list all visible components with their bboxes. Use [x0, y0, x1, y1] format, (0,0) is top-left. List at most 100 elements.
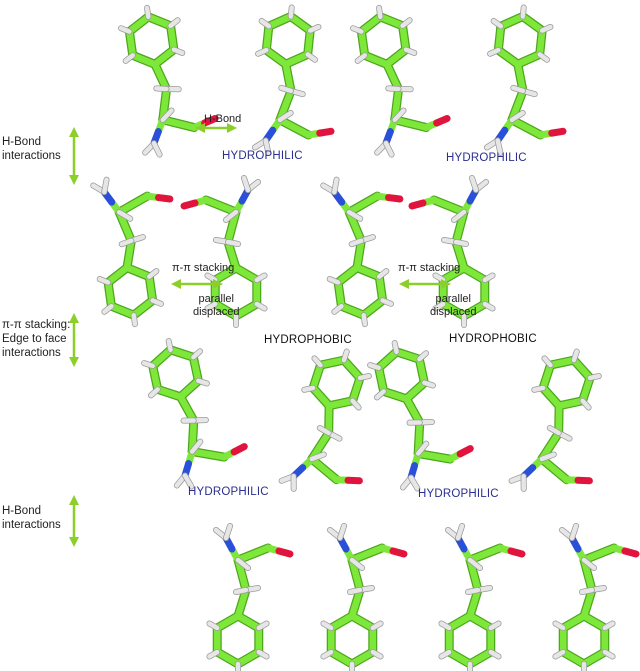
hydrogen-atom — [467, 557, 483, 571]
label-parallel-1: parallel — [198, 293, 234, 305]
carbon-bond — [383, 46, 410, 68]
hydrogen-atom — [569, 523, 579, 541]
carbon-bond — [445, 612, 474, 632]
oxygen-atom — [621, 547, 640, 558]
carbon-bond — [348, 586, 364, 620]
carbon-bond — [145, 13, 174, 30]
carbon-bond — [349, 374, 364, 405]
carbon-bond — [282, 51, 311, 68]
label-hydrophilic-1: HYDROPHILIC — [222, 150, 303, 162]
hydrogen-atom — [453, 239, 469, 247]
oxygen-atom — [230, 443, 248, 456]
carbon-bond — [340, 356, 364, 382]
carbon-bond — [159, 85, 170, 124]
hydrogen-atom — [254, 273, 267, 283]
molecule — [180, 175, 268, 328]
oxygen-atom — [507, 547, 526, 558]
molecule — [408, 175, 496, 328]
carbon-bond — [452, 208, 468, 246]
carbon-bond — [115, 192, 151, 216]
carbon-bond — [327, 612, 356, 632]
carbon-bond — [466, 612, 495, 632]
carbon-bond — [334, 279, 345, 310]
carbon-bond — [375, 364, 387, 395]
hydrogen-atom — [259, 18, 272, 29]
hydrogen-atom — [154, 86, 169, 92]
carbon-bond — [177, 377, 202, 401]
carbon-bond — [188, 417, 197, 455]
hydrogen-atom — [166, 338, 173, 353]
hydrogen-atom — [488, 649, 501, 659]
carbon-bond — [360, 297, 386, 319]
hydrogen-atom — [587, 373, 602, 381]
hydrogen-atom — [102, 177, 109, 195]
carbon-bond — [460, 264, 489, 284]
hydrogen-atom — [332, 303, 344, 314]
carbon-bond — [508, 116, 544, 139]
hydrogen-atom — [207, 621, 220, 631]
hydrogen-atom — [141, 360, 155, 369]
carbon-bond — [538, 455, 570, 483]
side-label-hbond-bottom: H-Bond interactions — [2, 504, 61, 532]
carbon-bond — [126, 28, 136, 59]
carbon-bond — [282, 60, 295, 95]
carbon-bond — [213, 648, 242, 668]
carbon-bond — [358, 28, 368, 59]
hydrogen-atom — [305, 52, 318, 62]
carbon-bond — [377, 13, 406, 30]
hydrogen-atom — [279, 85, 294, 94]
carbon-bond — [177, 393, 197, 424]
carbon-bond — [559, 648, 588, 668]
hydrogen-atom — [553, 621, 566, 631]
carbon-bond — [327, 648, 356, 668]
carbon-bond — [403, 395, 423, 426]
carbon-bond — [224, 238, 240, 272]
carbon-bond — [466, 544, 504, 564]
carbon-bond — [232, 300, 261, 320]
carbon-bond — [108, 302, 137, 319]
hydrogen-atom — [495, 138, 503, 156]
carbon-bond — [325, 397, 356, 410]
carbon-bond — [276, 116, 312, 139]
side-label-hbond-bottom-line1: H-Bond — [2, 505, 41, 517]
carbon-bond — [309, 384, 333, 410]
carbon-bond — [536, 27, 546, 58]
carbon-bond — [104, 279, 115, 310]
label-displaced-2: displaced — [430, 306, 477, 318]
hydrogen-atom — [392, 108, 406, 123]
oxygen-atom — [548, 127, 567, 137]
hydrogen-atom — [407, 420, 422, 425]
carbon-bond — [276, 87, 295, 124]
hydrogen-atom — [309, 452, 327, 462]
oxygen-atom — [180, 199, 199, 210]
carbon-bond — [393, 348, 423, 363]
hydrogen-atom — [579, 587, 595, 595]
hydrogen-atom — [491, 18, 504, 29]
carbon-bond — [466, 586, 482, 620]
hydrogen-atom — [408, 475, 420, 491]
label-hydrophobic-2: HYDROPHOBIC — [449, 333, 537, 345]
carbon-bond — [308, 455, 340, 483]
side-label-hbond-top-line2: interactions — [2, 150, 61, 162]
carbon-bond — [345, 208, 365, 245]
carbon-bond — [224, 208, 240, 246]
carbon-bond — [495, 46, 522, 68]
carbon-bond — [265, 13, 295, 30]
label-parallel-displaced-2: parallel displaced — [430, 293, 476, 319]
oxygen-atom — [456, 445, 474, 458]
molecule — [367, 340, 474, 492]
carbon-bond — [460, 300, 489, 320]
hydrogen-atom — [350, 25, 364, 34]
hydrogen-atom — [581, 557, 597, 571]
hydrogen-atom — [482, 273, 495, 283]
hydrogen-atom — [189, 439, 203, 454]
carbon-bond — [538, 429, 562, 463]
carbon-bond — [232, 264, 261, 284]
carbon-bond — [495, 22, 505, 54]
hydrogen-atom — [182, 473, 194, 489]
carbon-bond — [570, 356, 594, 382]
hydrogen-atom — [532, 385, 546, 393]
hydrogen-atom — [357, 373, 372, 381]
hydrogen-atom — [321, 649, 334, 659]
